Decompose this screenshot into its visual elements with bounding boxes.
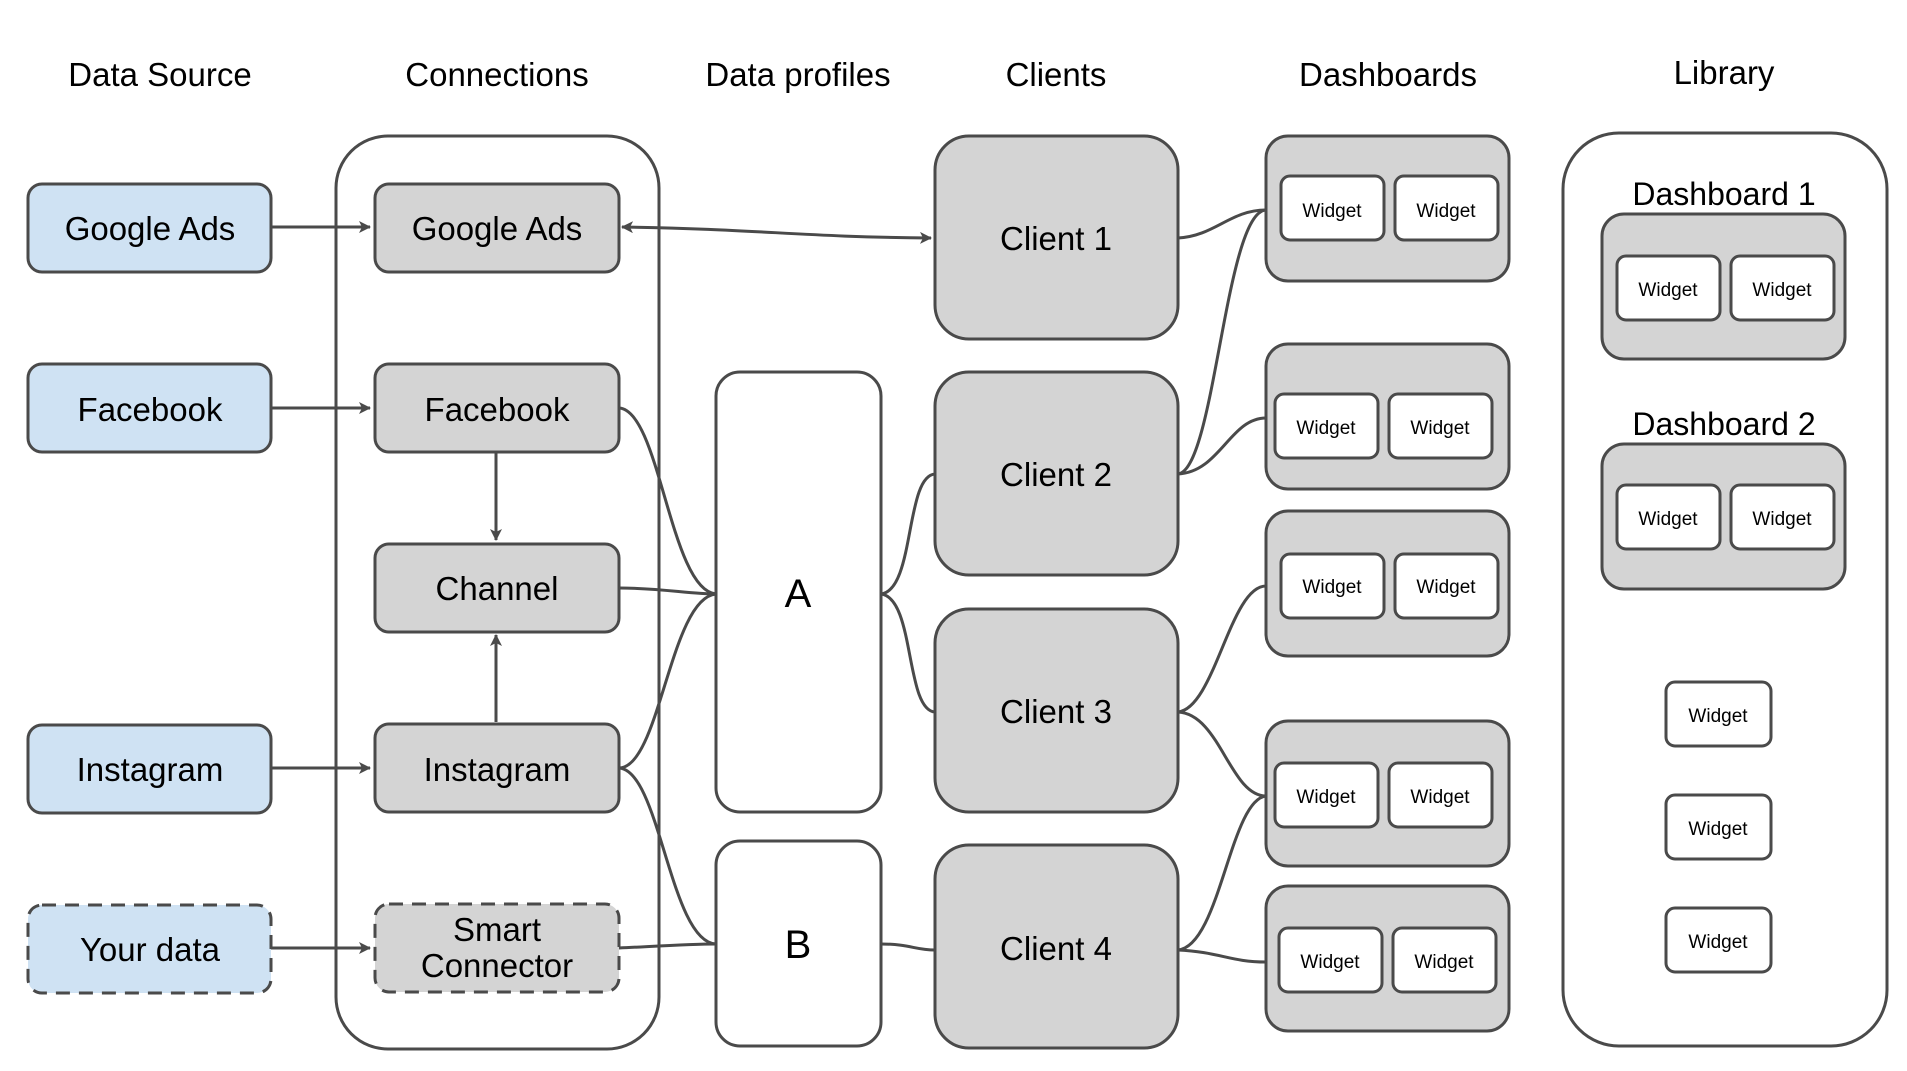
- svg-text:Widget: Widget: [1296, 418, 1356, 439]
- edge-client1-dash1: [1177, 208, 1267, 240]
- widget[interactable]: Widget: [1279, 552, 1386, 620]
- widget[interactable]: Widget: [1277, 926, 1384, 994]
- header-data-profiles: Data profiles: [705, 56, 890, 93]
- svg-text:Widget: Widget: [1752, 509, 1812, 530]
- client-2-label: Client 2: [1000, 456, 1112, 493]
- header-data-source: Data Source: [68, 56, 251, 93]
- edge-a-client3: [880, 592, 936, 714]
- connection-smart-connector[interactable]: Smart Connector: [373, 902, 621, 994]
- edge-client3-dash3: [1177, 584, 1267, 714]
- widget[interactable]: Widget: [1387, 392, 1494, 460]
- connection-channel-label: Channel: [436, 570, 559, 607]
- widget[interactable]: Widget: [1615, 483, 1722, 551]
- dashboard-5[interactable]: Widget Widget: [1264, 884, 1511, 1033]
- widget[interactable]: Widget: [1387, 761, 1494, 829]
- source-facebook[interactable]: Facebook: [26, 362, 273, 454]
- header-library: Library: [1674, 54, 1775, 91]
- client-3-label: Client 3: [1000, 693, 1112, 730]
- connection-instagram-label: Instagram: [424, 751, 571, 788]
- svg-text:Widget: Widget: [1688, 932, 1748, 953]
- dashboard-2[interactable]: Widget Widget: [1264, 342, 1511, 491]
- svg-text:Widget: Widget: [1410, 787, 1470, 808]
- svg-text:Widget: Widget: [1416, 201, 1476, 222]
- svg-text:Widget: Widget: [1296, 787, 1356, 808]
- svg-text:Widget: Widget: [1302, 201, 1362, 222]
- edge-googleads-client1: [621, 221, 932, 244]
- edge-instagram-b: [618, 766, 717, 946]
- profile-b[interactable]: B: [714, 839, 883, 1048]
- edge-channel-a: [618, 586, 717, 596]
- profile-b-label: B: [785, 923, 812, 967]
- edge-client3-dash4: [1177, 710, 1267, 798]
- edge-b-client4: [880, 942, 936, 952]
- library-dashboard-2[interactable]: Widget Widget: [1600, 442, 1847, 591]
- smart-connector-label-line1: Smart: [453, 911, 541, 948]
- client-1-label: Client 1: [1000, 220, 1112, 257]
- library-dashboard-1-title: Dashboard 1: [1632, 176, 1815, 212]
- dashboard-1[interactable]: Widget Widget: [1264, 134, 1511, 283]
- connection-channel[interactable]: Channel: [373, 542, 621, 634]
- widget[interactable]: Widget: [1273, 392, 1380, 460]
- client-4-label: Client 4: [1000, 930, 1112, 967]
- edge-client2-dash2: [1177, 416, 1267, 476]
- connection-facebook-label: Facebook: [425, 391, 570, 428]
- svg-text:Widget: Widget: [1302, 577, 1362, 598]
- svg-text:Widget: Widget: [1752, 280, 1812, 301]
- header-dashboards: Dashboards: [1299, 56, 1477, 93]
- source-google-ads-label: Google Ads: [65, 210, 236, 247]
- edge-a-client2: [880, 472, 936, 596]
- widget[interactable]: Widget: [1615, 254, 1722, 322]
- header-connections: Connections: [405, 56, 588, 93]
- svg-text:Widget: Widget: [1688, 706, 1748, 727]
- connection-facebook[interactable]: Facebook: [373, 362, 621, 454]
- client-1[interactable]: Client 1: [933, 134, 1180, 341]
- source-instagram-label: Instagram: [77, 751, 224, 788]
- edge-client4-dash4: [1177, 794, 1267, 952]
- source-your-data-label: Your data: [80, 931, 221, 968]
- widget[interactable]: Widget: [1393, 552, 1500, 620]
- source-google-ads[interactable]: Google Ads: [26, 182, 273, 274]
- edge-client2-dash1: [1177, 208, 1267, 476]
- source-facebook-label: Facebook: [78, 391, 223, 428]
- edge-client4-dash5: [1177, 948, 1267, 964]
- library-widget[interactable]: Widget: [1664, 680, 1773, 748]
- connector-lines: [271, 208, 1267, 964]
- svg-text:Widget: Widget: [1300, 952, 1360, 973]
- library-dashboard-1[interactable]: Widget Widget: [1600, 212, 1847, 361]
- svg-text:Widget: Widget: [1638, 280, 1698, 301]
- profile-a[interactable]: A: [714, 370, 883, 814]
- edge-smart-b: [618, 942, 717, 950]
- client-2[interactable]: Client 2: [933, 370, 1180, 577]
- widget[interactable]: Widget: [1393, 174, 1500, 242]
- library-widget[interactable]: Widget: [1664, 906, 1773, 974]
- svg-text:Widget: Widget: [1414, 952, 1474, 973]
- connection-google-ads[interactable]: Google Ads: [373, 182, 621, 274]
- widget[interactable]: Widget: [1729, 254, 1836, 322]
- widget[interactable]: Widget: [1279, 174, 1386, 242]
- widget[interactable]: Widget: [1729, 483, 1836, 551]
- svg-text:Widget: Widget: [1638, 509, 1698, 530]
- svg-text:Widget: Widget: [1688, 819, 1748, 840]
- connection-instagram[interactable]: Instagram: [373, 722, 621, 814]
- library-dashboard-2-title: Dashboard 2: [1632, 406, 1815, 442]
- edge-instagram-a: [618, 592, 717, 770]
- dashboard-3[interactable]: Widget Widget: [1264, 509, 1511, 658]
- library-widget[interactable]: Widget: [1664, 793, 1773, 861]
- svg-text:Widget: Widget: [1410, 418, 1470, 439]
- profile-a-label: A: [785, 572, 812, 616]
- connection-google-ads-label: Google Ads: [412, 210, 583, 247]
- source-instagram[interactable]: Instagram: [26, 723, 273, 815]
- svg-text:Widget: Widget: [1416, 577, 1476, 598]
- widget[interactable]: Widget: [1273, 761, 1380, 829]
- edge-facebook-a: [618, 406, 717, 596]
- source-your-data[interactable]: Your data: [26, 903, 273, 995]
- client-3[interactable]: Client 3: [933, 607, 1180, 814]
- widget[interactable]: Widget: [1391, 926, 1498, 994]
- smart-connector-label-line2: Connector: [421, 947, 573, 984]
- dashboard-4[interactable]: Widget Widget: [1264, 719, 1511, 868]
- header-clients: Clients: [1006, 56, 1107, 93]
- client-4[interactable]: Client 4: [933, 843, 1180, 1050]
